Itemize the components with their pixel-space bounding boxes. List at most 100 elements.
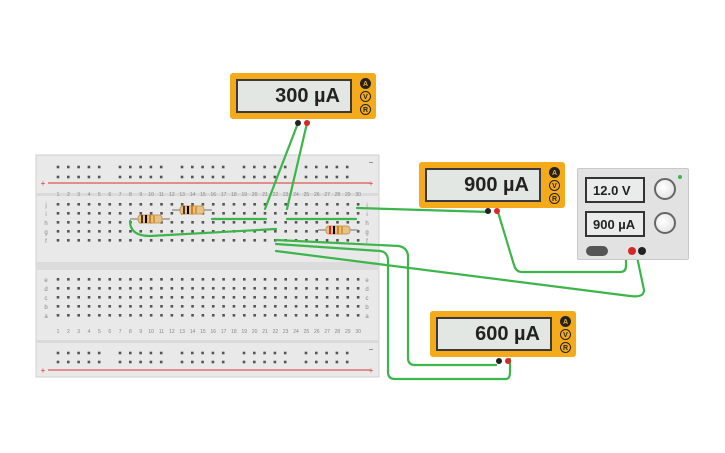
tie-point[interactable] (170, 212, 174, 215)
wire-to-ammeter-right[interactable] (355, 206, 492, 214)
tie-point[interactable] (170, 239, 174, 242)
tie-point[interactable] (98, 305, 101, 308)
tie-point[interactable] (263, 203, 267, 206)
tie-point[interactable] (253, 212, 256, 215)
tie-point[interactable] (67, 314, 70, 317)
tie-point[interactable] (263, 314, 267, 317)
rail-hole[interactable] (56, 351, 60, 355)
tie-point[interactable] (108, 221, 112, 224)
tie-point[interactable] (56, 287, 60, 290)
rail-hole[interactable] (97, 165, 101, 169)
tie-point[interactable] (108, 212, 112, 215)
tie-point[interactable] (118, 278, 122, 281)
tie-point[interactable] (149, 305, 153, 308)
tie-point[interactable] (243, 203, 246, 206)
tie-point[interactable] (139, 212, 143, 215)
wire-resistor-return[interactable] (128, 219, 278, 238)
tie-point[interactable] (56, 314, 60, 317)
tie-point[interactable] (232, 212, 236, 215)
tie-point[interactable] (284, 230, 287, 233)
tie-point[interactable] (108, 287, 112, 290)
tie-point[interactable] (67, 221, 70, 224)
tie-point[interactable] (191, 239, 194, 242)
tie-point[interactable] (98, 230, 101, 233)
tie-point[interactable] (222, 203, 225, 206)
tie-point[interactable] (294, 305, 298, 308)
tie-point[interactable] (336, 287, 339, 290)
tie-point[interactable] (118, 221, 122, 224)
tie-point[interactable] (98, 203, 101, 206)
tie-point[interactable] (149, 239, 153, 242)
tie-point[interactable] (77, 296, 80, 299)
mode-voltmeter-button[interactable]: V (549, 180, 560, 191)
tie-point[interactable] (77, 278, 80, 281)
rail-hole[interactable] (211, 351, 215, 355)
tie-point[interactable] (325, 221, 329, 224)
tie-point[interactable] (87, 278, 91, 281)
tie-point[interactable] (346, 221, 350, 224)
tie-point[interactable] (56, 212, 60, 215)
tie-point[interactable] (118, 287, 122, 290)
rail-hole[interactable] (221, 351, 225, 355)
tie-point[interactable] (180, 296, 184, 299)
tie-point[interactable] (87, 203, 91, 206)
tie-point[interactable] (294, 296, 298, 299)
tie-point[interactable] (67, 212, 70, 215)
tie-point[interactable] (336, 305, 339, 308)
tie-point[interactable] (284, 314, 287, 317)
mode-ohmmeter-button[interactable]: R (560, 342, 571, 353)
tie-point[interactable] (118, 239, 122, 242)
rail-hole[interactable] (67, 351, 70, 355)
rail-hole[interactable] (67, 165, 70, 169)
ammeter-right-neg-terminal[interactable] (485, 208, 491, 214)
wire-ammeter-top-neg[interactable] (263, 121, 300, 211)
rail-hole[interactable] (77, 175, 80, 179)
tie-point[interactable] (232, 305, 236, 308)
breadboard[interactable]: ++++−−1122334455667788991010111112121313… (35, 154, 380, 378)
tie-point[interactable] (149, 278, 153, 281)
tie-point[interactable] (149, 287, 153, 290)
tie-point[interactable] (129, 296, 132, 299)
rail-hole[interactable] (335, 360, 339, 364)
tie-point[interactable] (315, 305, 319, 308)
tie-point[interactable] (336, 296, 339, 299)
tie-point[interactable] (294, 314, 298, 317)
tie-point[interactable] (211, 287, 215, 290)
tie-point[interactable] (232, 278, 236, 281)
tie-point[interactable] (356, 212, 360, 215)
tie-point[interactable] (56, 230, 60, 233)
rail-hole[interactable] (242, 351, 246, 355)
rail-hole[interactable] (263, 360, 266, 364)
tie-point[interactable] (274, 287, 277, 290)
current-knob[interactable] (654, 212, 676, 234)
rail-hole[interactable] (118, 165, 122, 169)
tie-point[interactable] (160, 230, 163, 233)
tie-point[interactable] (129, 278, 132, 281)
tie-point[interactable] (108, 314, 112, 317)
tie-point[interactable] (129, 203, 132, 206)
tie-point[interactable] (139, 278, 143, 281)
tie-point[interactable] (191, 221, 194, 224)
tie-point[interactable] (346, 203, 350, 206)
mode-ammeter-button[interactable]: A (360, 78, 371, 89)
tie-point[interactable] (67, 278, 70, 281)
rail-hole[interactable] (129, 175, 132, 179)
tie-point[interactable] (108, 230, 112, 233)
rail-hole[interactable] (129, 165, 132, 169)
tie-point[interactable] (98, 287, 101, 290)
tie-point[interactable] (305, 203, 308, 206)
tie-point[interactable] (77, 221, 80, 224)
tie-point[interactable] (118, 212, 122, 215)
tie-point[interactable] (211, 305, 215, 308)
rail-hole[interactable] (139, 165, 142, 169)
tie-point[interactable] (170, 287, 174, 290)
rail-hole[interactable] (221, 175, 225, 179)
rail-hole[interactable] (56, 165, 60, 169)
tie-point[interactable] (191, 278, 194, 281)
wire-to-ammeter-bottom[interactable] (274, 238, 498, 367)
tie-point[interactable] (118, 230, 122, 233)
tie-point[interactable] (253, 221, 256, 224)
tie-point[interactable] (325, 203, 329, 206)
tie-point[interactable] (253, 287, 256, 290)
tie-point[interactable] (325, 212, 329, 215)
